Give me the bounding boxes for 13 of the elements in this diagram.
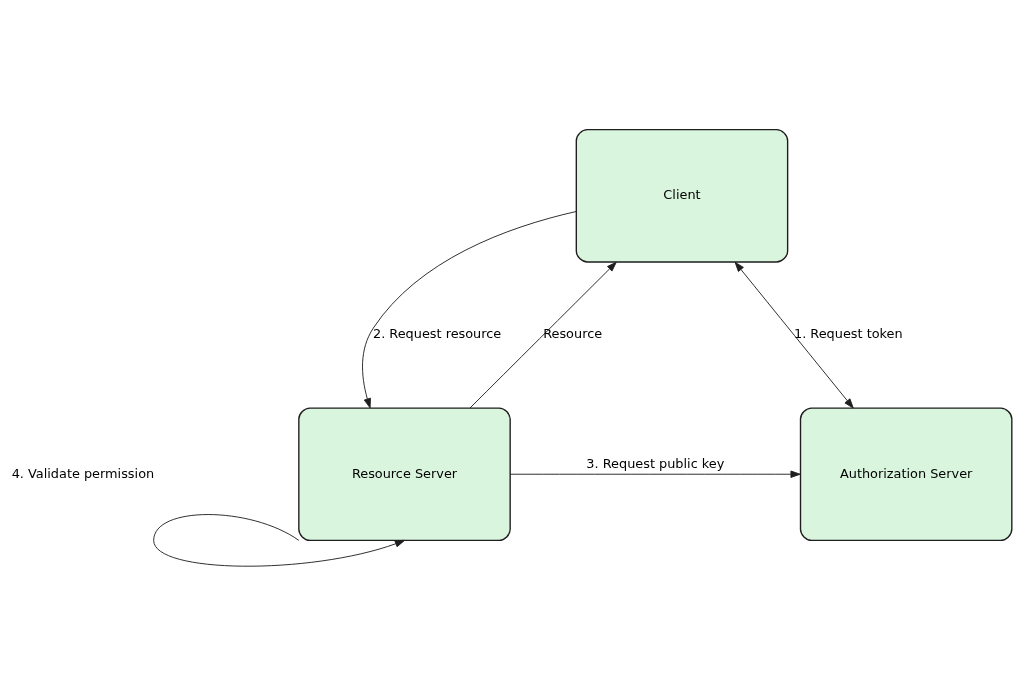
- arrow: [469, 261, 617, 408]
- node-box: Resource Server: [298, 406, 511, 541]
- node-box: Authorization Server: [799, 406, 1013, 541]
- edge-label: 4. Validate permission: [11, 465, 155, 481]
- edge-label: 1. Request token: [793, 325, 903, 341]
- node-box: Client: [575, 128, 789, 263]
- edge-label: Resource: [543, 325, 603, 341]
- arrow: [362, 210, 577, 408]
- arrow: [153, 513, 405, 567]
- edge-label: 2. Request resource: [372, 325, 502, 341]
- edge-label: 3. Request public key: [586, 455, 725, 471]
- arrow: [509, 470, 801, 478]
- arrow: [734, 261, 854, 408]
